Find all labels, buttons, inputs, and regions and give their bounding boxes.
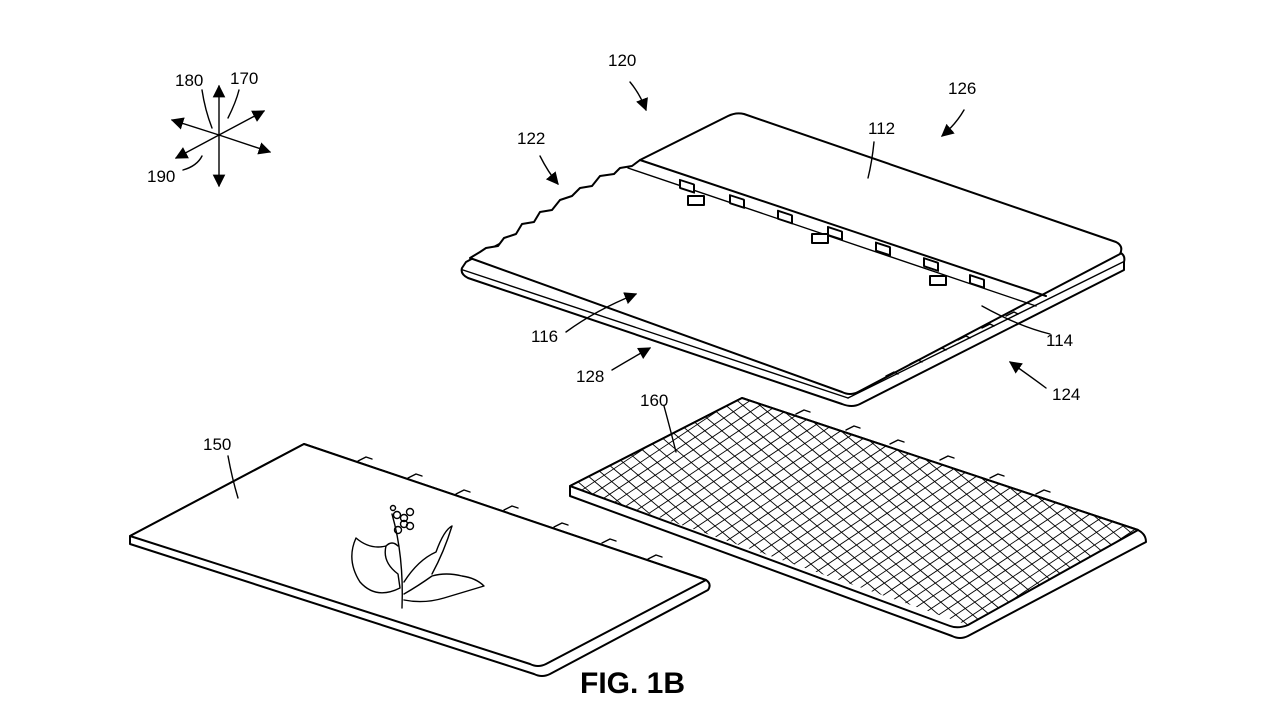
- figure-caption: FIG. 1B: [580, 667, 685, 700]
- label-128: 128: [576, 367, 604, 386]
- label-126: 126: [948, 79, 976, 98]
- hinge-slots: [679, 178, 985, 289]
- label-116: 116: [531, 327, 558, 346]
- label-112: 112: [868, 119, 895, 138]
- reference-labels: 180 170 190 120 126 112 122 116 114 128 …: [147, 51, 1080, 454]
- edge-notches: [885, 311, 1019, 377]
- leader-lines: [227, 81, 1051, 499]
- device-assembly: [460, 112, 1126, 407]
- label-170: 170: [230, 69, 258, 88]
- axis-indicator: [170, 84, 272, 188]
- label-190: 190: [147, 167, 175, 186]
- flower-decoration: [351, 504, 485, 609]
- label-160: 160: [640, 391, 668, 410]
- label-114: 114: [1046, 331, 1073, 350]
- label-180: 180: [175, 71, 203, 90]
- label-124: 124: [1052, 385, 1080, 404]
- label-122: 122: [517, 129, 545, 148]
- label-120: 120: [608, 51, 636, 70]
- label-150: 150: [203, 435, 231, 454]
- decor-panel: [129, 443, 711, 677]
